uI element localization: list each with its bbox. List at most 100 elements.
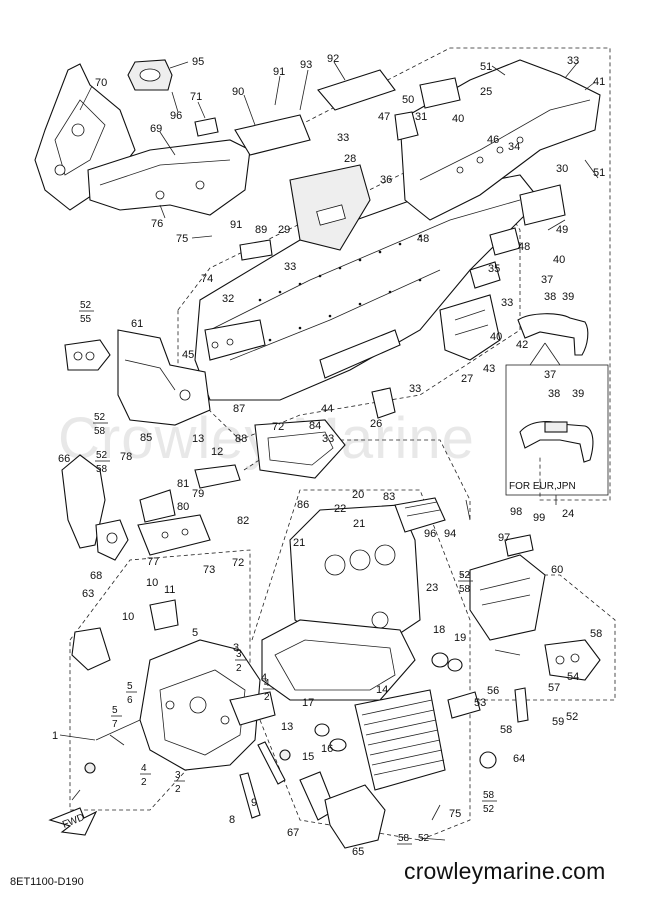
svg-text:52: 52 xyxy=(80,300,92,311)
bracket-80 xyxy=(137,514,211,556)
fwd-arrow: FWD xyxy=(48,807,98,836)
fraction: 57 xyxy=(111,705,122,730)
bolt-9 xyxy=(257,741,286,785)
bracket-61 xyxy=(117,329,211,426)
callout: 86 xyxy=(297,499,309,511)
inset-clamp xyxy=(544,421,568,433)
callout: 70 xyxy=(95,77,107,89)
callout: 50 xyxy=(402,94,414,106)
callout: 51 xyxy=(480,61,492,73)
svg-text:4: 4 xyxy=(141,763,147,774)
callout: 48 xyxy=(518,241,530,253)
svg-text:55: 55 xyxy=(80,314,92,325)
callout: 8 xyxy=(229,814,235,826)
svg-text:52: 52 xyxy=(483,804,495,815)
callout: 41 xyxy=(593,76,605,88)
callout: 94 xyxy=(444,528,456,540)
callout: 10 xyxy=(122,611,134,623)
callout: 90 xyxy=(232,86,244,98)
callout: 40 xyxy=(490,331,502,343)
diagram-code: 8ET1100-D190 xyxy=(10,876,84,888)
bracket-11 xyxy=(149,599,179,631)
callout: 33 xyxy=(284,261,296,273)
callout: 45 xyxy=(182,349,194,361)
nut-10 xyxy=(84,762,96,774)
callout: 96 xyxy=(170,110,182,122)
callout: 27 xyxy=(461,373,473,385)
callout: 92 xyxy=(327,53,339,65)
callout: 61 xyxy=(131,318,143,330)
bracket-50 xyxy=(419,77,461,109)
callout: 96 xyxy=(424,528,436,540)
callout: 43 xyxy=(483,363,495,375)
callout: 47 xyxy=(378,111,390,123)
callout: 93 xyxy=(300,59,312,71)
svg-text:2: 2 xyxy=(141,777,147,788)
callout: 74 xyxy=(201,273,213,285)
nut-13 xyxy=(279,749,291,761)
callout: 36 xyxy=(380,174,392,186)
callout: 67 xyxy=(287,827,299,839)
svg-text:5: 5 xyxy=(112,705,118,716)
bracket-94 xyxy=(394,497,446,533)
callout: 15 xyxy=(302,751,314,763)
callout: 64 xyxy=(513,753,525,765)
callout: 17 xyxy=(302,697,314,709)
callout: 99 xyxy=(533,512,545,524)
bracket-27 xyxy=(439,294,501,361)
callout: 33 xyxy=(501,297,513,309)
callout: 65 xyxy=(352,846,364,858)
callout: 29 xyxy=(278,224,290,236)
bracket-47 xyxy=(394,111,419,141)
bracket-97 xyxy=(504,534,534,557)
callout: 49 xyxy=(556,224,568,236)
callout: 97 xyxy=(498,532,510,544)
callout: 75 xyxy=(449,808,461,820)
svg-text:2: 2 xyxy=(175,784,181,795)
callout: 69 xyxy=(150,123,162,135)
callout: 87 xyxy=(233,403,245,415)
svg-text:7: 7 xyxy=(112,719,118,730)
svg-text:58: 58 xyxy=(459,584,471,595)
bracket-48 xyxy=(489,227,521,256)
callout: 37 xyxy=(541,274,553,286)
callout: 31 xyxy=(415,111,427,123)
website-label: crowleymarine.com xyxy=(404,858,606,884)
callout: 13 xyxy=(192,433,204,445)
bracket-81 xyxy=(194,464,241,489)
left-side-parts xyxy=(61,329,346,671)
callout: 33 xyxy=(409,383,421,395)
bracket-79 xyxy=(139,489,176,523)
svg-text:5: 5 xyxy=(127,681,133,692)
plate-71 xyxy=(194,117,219,137)
callout: 40 xyxy=(452,113,464,125)
callout: 28 xyxy=(344,153,356,165)
callout: 81 xyxy=(177,478,189,490)
callout: 22 xyxy=(334,503,346,515)
callout: 21 xyxy=(353,518,365,530)
lower-frame xyxy=(261,619,416,701)
callout: 89 xyxy=(255,224,267,236)
callout: 1 xyxy=(52,730,58,742)
callout: 58 xyxy=(500,724,512,736)
svg-text:52: 52 xyxy=(418,833,430,844)
svg-text:58: 58 xyxy=(94,426,106,437)
svg-text:3: 3 xyxy=(175,770,181,781)
callout: 30 xyxy=(556,163,568,175)
shield-66 xyxy=(61,454,106,549)
callout: 12 xyxy=(211,446,223,458)
callout: 21 xyxy=(293,537,305,549)
callout: 54 xyxy=(567,671,579,683)
bracket-59 xyxy=(514,687,529,723)
engine-cradle xyxy=(261,497,601,849)
callout: 80 xyxy=(177,501,189,513)
callout: 16 xyxy=(321,743,333,755)
bracket-35 xyxy=(469,261,501,289)
callout: 95 xyxy=(192,56,204,68)
callout: 3 xyxy=(233,642,239,654)
front-suspension-frame xyxy=(84,639,291,819)
